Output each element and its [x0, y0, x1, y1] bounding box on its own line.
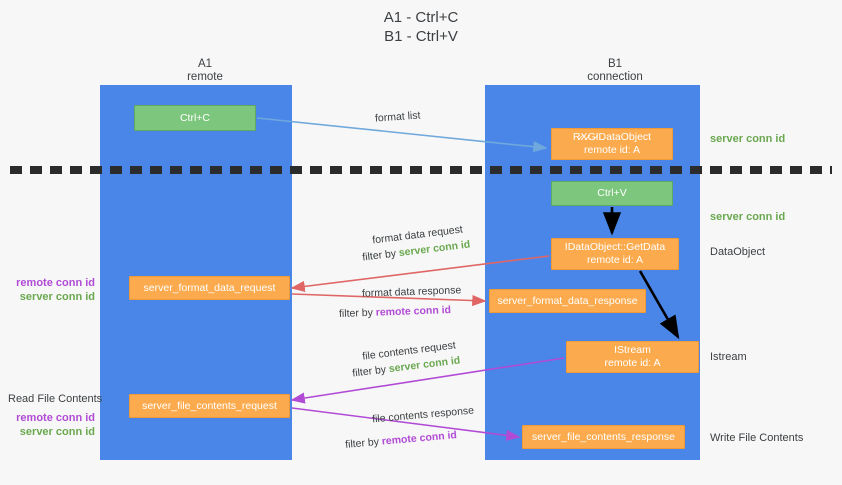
filter-prefix: filter by [344, 435, 383, 451]
annotation-left-conn-ids-top: remote conn id server conn id [10, 276, 95, 304]
edge-label-format-list-text: format list [374, 109, 421, 125]
lane-b1-role: connection [587, 71, 643, 83]
annotation-remote-conn-id-bottom: remote conn id [16, 412, 95, 424]
annotation-dataobject: DataObject [710, 246, 766, 258]
arrow-format-data-response [291, 293, 487, 307]
annotation-server-conn-id-bottom: server conn id [19, 426, 95, 438]
annotation-write-file-contents: Write File Contents [710, 432, 804, 444]
annotation-left-conn-ids-bottom: remote conn id server conn id [10, 411, 95, 439]
lane-header-b1: B1 connection [540, 58, 690, 84]
annotation-read-file-contents: Read File Contents [8, 393, 103, 405]
lane-header-a1: A1 remote [130, 58, 280, 84]
node-idataobject-line2: remote id: A [583, 144, 641, 156]
node-istream[interactable]: IStream remote id: A [566, 341, 699, 373]
lane-a1-name: A1 [197, 58, 213, 70]
node-ctrl-c-label: Ctrl+C [179, 111, 211, 124]
lane-a1-role: remote [187, 71, 223, 83]
annotation-server-conn-id-top: server conn id [710, 133, 786, 145]
node-getdata[interactable]: IDataObject::GetData remote id: A [551, 238, 679, 270]
node-server-format-data-request[interactable]: server_format_data_request [129, 276, 290, 300]
arrow-format-list [256, 117, 548, 153]
annotation-server-conn-id-top-left: server conn id [19, 291, 95, 303]
node-istream-line1: IStream [614, 344, 651, 356]
filter-prefix: filter by [338, 306, 376, 320]
node-server-format-data-response[interactable]: server_format_data_response [489, 289, 646, 313]
node-ctrl-v-label: Ctrl+V [597, 187, 627, 199]
edge-label-format-data-response-text: format data response [361, 284, 462, 300]
page-title: A1 - Ctrl+C B1 - Ctrl+V [0, 8, 842, 46]
node-istream-line2: remote id: A [604, 357, 661, 369]
node-server-file-contents-request-label: server_file_contents_request [142, 399, 277, 412]
arrow-format-data-request [290, 255, 550, 292]
node-server-file-contents-response-label: server_file_contents_response [531, 430, 675, 443]
annotation-istream: Istream [710, 351, 747, 363]
arrow-getdata-to-istream [638, 270, 680, 340]
title-line-2: B1 - Ctrl+V [384, 28, 458, 45]
arrow-file-contents-request [290, 357, 565, 404]
title-line-1: A1 - Ctrl+C [383, 9, 459, 26]
arrow-file-contents-response [291, 407, 521, 441]
node-ctrl-v[interactable]: Ctrl+V [551, 181, 673, 206]
node-getdata-line2: remote id: A [586, 254, 644, 266]
annotation-server-conn-id-mid: server conn id [710, 211, 786, 223]
node-server-format-data-response-label: server_format_data_response [497, 294, 638, 307]
node-idataobject[interactable]: R̷X̷G̷IDataObject remote id: A [551, 128, 673, 160]
node-server-file-contents-request[interactable]: server_file_contents_request [129, 394, 290, 418]
node-ctrl-c[interactable]: Ctrl+C [134, 105, 256, 131]
annotation-remote-conn-id-top: remote conn id [16, 277, 95, 289]
phase-divider [10, 166, 832, 174]
node-getdata-line1: IDataObject::GetData [564, 241, 666, 253]
node-idataobject-line1: R̷X̷G̷IDataObject [572, 131, 652, 143]
lane-b1-name: B1 [607, 58, 623, 70]
filter-value-remote-conn-id: remote conn id [375, 304, 452, 319]
node-server-file-contents-response[interactable]: server_file_contents_response [522, 425, 685, 449]
node-server-format-data-request-label: server_format_data_request [143, 281, 276, 294]
